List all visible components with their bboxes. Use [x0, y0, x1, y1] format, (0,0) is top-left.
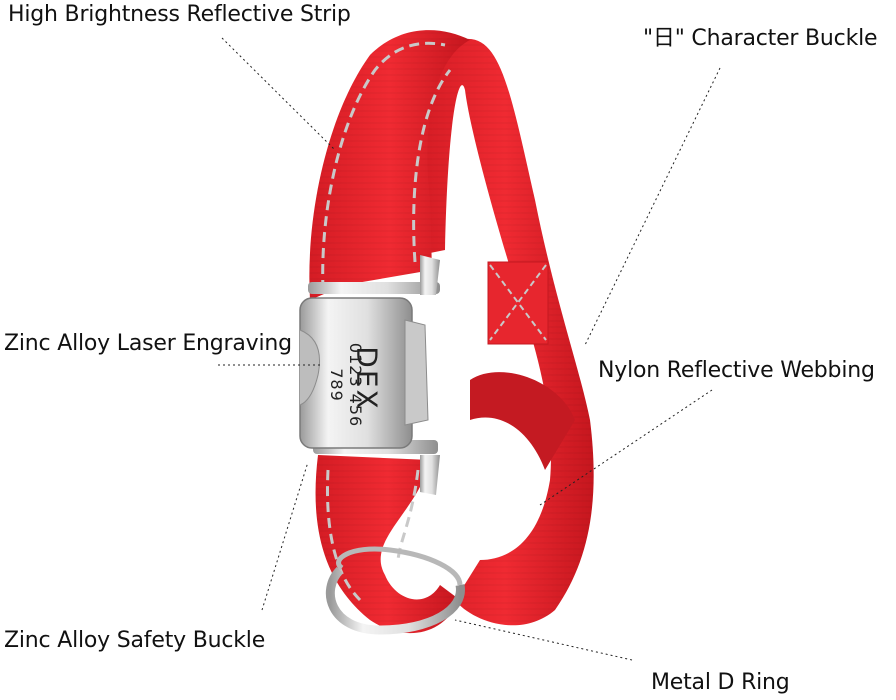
lower-strap: [315, 455, 460, 634]
engraving-phone: 0123 456 789: [327, 342, 365, 428]
label-metal-d-ring: Metal D Ring: [651, 670, 790, 695]
label-laser-engraving: Zinc Alloy Laser Engraving: [4, 331, 292, 356]
label-nylon-webbing: Nylon Reflective Webbing: [598, 358, 875, 383]
back-strap: [416, 38, 594, 626]
upper-strap: [309, 30, 470, 301]
d-ring: [326, 546, 465, 635]
buckle: [299, 255, 440, 495]
label-character-buckle: "日" Character Buckle: [643, 26, 878, 51]
label-safety-buckle: Zinc Alloy Safety Buckle: [4, 628, 266, 653]
label-reflective-strip: High Brightness Reflective Strip: [8, 2, 351, 27]
leader-lines: [218, 37, 721, 661]
